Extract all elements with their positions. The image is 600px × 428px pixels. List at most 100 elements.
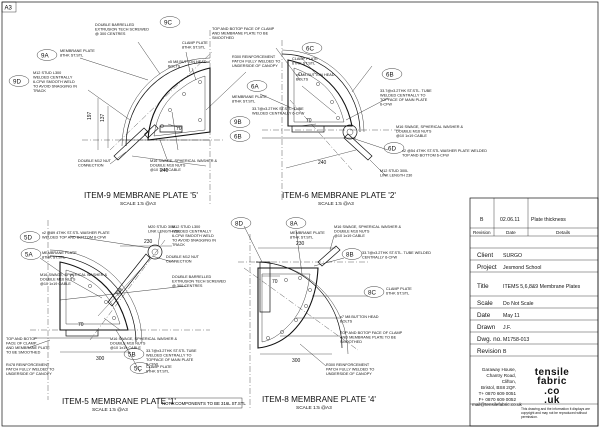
note-5d: M20 STUD 300L LINK LENGTH 230 xyxy=(148,225,180,234)
sheet-size: A3 xyxy=(5,6,13,12)
dwg-value: M1758-013 xyxy=(503,336,530,343)
tag-8c: 8C xyxy=(368,290,376,297)
note-8d: CLAMP PLATE 6THK ST.STL xyxy=(386,287,413,296)
address-line: Bristol, BS8 2QF. xyxy=(481,384,516,390)
tag-9c: 9C xyxy=(164,20,172,27)
note-5i: R478 REINFORCEMENT PATCH FULLY WELDED TO… xyxy=(6,363,55,376)
note-6e: 33.7@x3.2THK ST.STL. TUBE WELDED CENTRAL… xyxy=(380,89,433,107)
item9-view xyxy=(82,30,225,205)
revision-value: B xyxy=(503,348,507,355)
tag-6c: 6C xyxy=(306,46,314,53)
note-6a: MEMBRANE PLATE 8THK ST.STL xyxy=(232,95,268,104)
note-5b: MEMBRANE PLATE 8THK ST.STL xyxy=(42,251,78,260)
item8-dim-230: 230 xyxy=(296,241,305,247)
tag-6d: 6D xyxy=(388,146,396,153)
date-value: May 11 xyxy=(503,312,520,319)
item8-scale: SCALE 1:5 @A3 xyxy=(296,405,332,411)
item6-view xyxy=(262,40,400,200)
title-block-frame xyxy=(469,197,599,427)
phone-line: T+ 0870 609 0051 xyxy=(478,390,516,396)
project-label: Project xyxy=(477,263,497,271)
tag-6b: 6B xyxy=(386,72,394,79)
fax-line: F+ 0870 609 0052 xyxy=(478,396,516,402)
item9-tags xyxy=(8,16,181,87)
item8-dim-300: 300 xyxy=(292,358,301,364)
item5-dim-288: 288 xyxy=(115,287,125,297)
note-6b: 33.7@x3.2THK ST.STL. TUBE WELDED CENTRAL… xyxy=(252,107,305,116)
revision-row-rev: B xyxy=(480,217,484,223)
tag-5b: 5B xyxy=(128,352,136,359)
note-6d: x4 M8 BUTTON HEAD BOLTS xyxy=(296,73,336,82)
note-6c: CLAMP PLATE 6THK ST.STL xyxy=(292,57,319,66)
note-6h: M12 STUD 300L LINK LENGTH 230 xyxy=(380,169,412,178)
note-8b: M16 SWAGE, SPHERICAL WASHER & DOUBLE M16… xyxy=(334,225,402,238)
dwg-label: Dwg. no. xyxy=(477,335,502,343)
note-9b: MEMBRANE PLATE 8THK ST.STL xyxy=(60,49,96,58)
scale-value: Do Not Scale xyxy=(503,300,534,307)
note-5e: M12 STUD L300 WELDED CENTRALLY 6-CFW SMO… xyxy=(172,225,217,247)
note-8c: 33.7@x3.2THK ST.STL. TUBE WELDED CENTRAL… xyxy=(362,251,432,260)
note-9g: DOUBLE M12 NUT CONNECTION xyxy=(78,159,112,168)
item8-view xyxy=(238,234,370,408)
item9-dim-137: 137 xyxy=(100,113,106,122)
tag-9a: 9A xyxy=(41,53,49,60)
note-9f: R300 REINFORCEMENT PATCH FULLY WELDED TO… xyxy=(232,55,281,68)
item9-scale: SCALE 1:5 @A3 xyxy=(120,201,156,207)
note-5a: x2 @89 4THK ST.STL WASHER PLATE WELDED T… xyxy=(42,231,111,240)
sheet-size-box xyxy=(1,1,17,13)
item8-leaders xyxy=(243,225,368,367)
revision-row-details: Plate thickness xyxy=(531,217,566,223)
note-8g: R300 REINFORCEMENT PATCH FULLY WELDED TO… xyxy=(326,363,375,376)
tag-8d: 8D xyxy=(235,221,243,228)
company-logo: tensile fabric .co .uk xyxy=(534,367,570,407)
item8-dim-70: 70 xyxy=(272,279,278,285)
tag-6b-2: 6B xyxy=(234,134,242,141)
note-8f: TOP AND BOTOP FACE OF CLAMP AND MEMBRANE… xyxy=(340,331,403,344)
item5-leaders xyxy=(27,231,187,373)
revision-label: Revision xyxy=(477,347,502,355)
item9-title: ITEM-9 MEMBRANE PLATE '5' xyxy=(84,191,198,200)
item6-tags xyxy=(229,42,405,154)
item5-dim-70: 70 xyxy=(78,322,84,328)
note-top-face: TOP AND BOTOP FACE OF CLAMP AND MEMBRANE… xyxy=(212,27,275,40)
copyright-notice: This drawing and the information it disp… xyxy=(521,407,590,419)
scale-label: Scale xyxy=(477,299,493,307)
item6-title: ITEM-6 MEMBRANE PLATE '2' xyxy=(282,191,396,200)
item8-tags xyxy=(230,217,385,298)
client-value: SURGO xyxy=(503,252,523,259)
item5-scale: SCALE 1:5 @A3 xyxy=(92,407,128,413)
address-line: Chantry Road, Clifton, xyxy=(486,372,516,384)
note-9d: CLAMP PLATE 8THK ST.STL xyxy=(182,41,209,50)
note-box xyxy=(157,397,243,409)
address-line: Garaway House, xyxy=(481,367,516,372)
note-6g: x2 @54 4THK ST.STL WASHER PLATE WELDED T… xyxy=(402,149,488,158)
email-line: mail@tensilefabric.co.uk xyxy=(472,402,522,408)
note-5c: M16 SWAGE, SPHERICAL WASHER & DOUBLE M16… xyxy=(40,273,108,286)
item9-dim-240: 240 xyxy=(160,168,169,174)
item6-dim-70: 70 xyxy=(306,118,312,124)
drawn-label: Drawn xyxy=(477,323,496,331)
note-5f: DOUBLE M12 NUT CONNECTION xyxy=(166,255,200,264)
revision-header-date: Date xyxy=(506,229,516,235)
tag-5d: 5D xyxy=(24,235,32,242)
note-9a: DOUBLE BARRELLED EXTRUSION TECH SCREWED … xyxy=(95,23,150,36)
tag-9d: 9D xyxy=(13,79,21,86)
item5-dim-300: 300 xyxy=(96,356,105,362)
tag-5a: 5A xyxy=(25,252,33,259)
note-5g: DOUBLE BARRELLED EXTRUSION TECH SCREWED … xyxy=(172,275,227,288)
note-9c: M12 STUD L300 WELDED CENTRALLY 6-CFW SMO… xyxy=(33,71,78,93)
item8-title: ITEM-8 MEMBRANE PLATE '4' xyxy=(262,395,376,404)
revision-header-details: Details xyxy=(556,229,571,235)
project-value: Jesmond School xyxy=(503,264,542,271)
revision-row-date: 02.06.11 xyxy=(500,217,520,223)
tag-9b: 9B xyxy=(234,119,242,126)
tag-5c: 5C xyxy=(134,366,142,373)
item5-dim-230: 230 xyxy=(144,239,153,245)
drawn-value: J.F. xyxy=(503,324,512,331)
item9-membrane-plate xyxy=(147,67,211,141)
item5-tags xyxy=(19,231,151,374)
item6-leaders xyxy=(259,47,389,177)
note-5l: CLAMP PLATE 6THK ST.STL xyxy=(146,365,173,374)
note-9e: x5 M8 BUTTON HEAD BOLTS xyxy=(168,60,208,69)
